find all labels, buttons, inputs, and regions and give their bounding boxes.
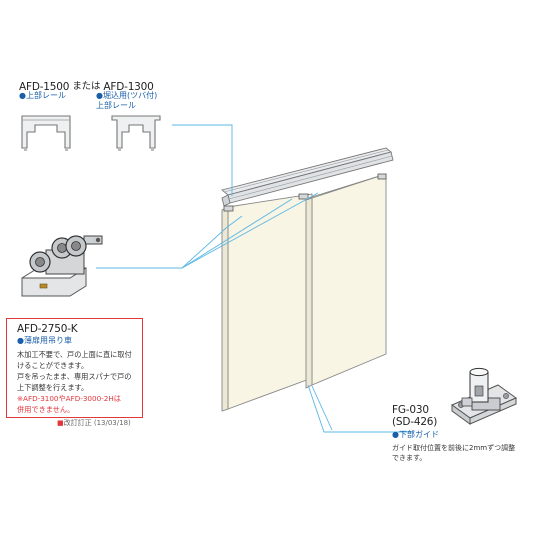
guide-alt-model: (SD-426): [392, 416, 438, 428]
door-panel-front: [305, 173, 387, 389]
roller-warning-line: ※AFD-3100やAFD-3000-2Hは: [17, 394, 121, 403]
guide-desc: ●下部ガイド: [392, 430, 439, 439]
revision-note: ■改訂訂正 (13/03/18): [57, 419, 131, 427]
roller-info-box: AFD-2750-K ●薄扉用吊り車 木加工不要で、戸の上面に直に取付 けること…: [6, 318, 143, 418]
roller-warning-line: 併用できません。: [17, 405, 75, 414]
door-panel-back: [221, 193, 313, 412]
rail-profile-afd1500-icon: [21, 115, 71, 151]
guide-note-line: できます。: [392, 454, 427, 462]
rail-profile-afd1300-icon: [111, 115, 161, 151]
roller-hanger-icon: [21, 235, 103, 297]
roller-model: AFD-2750-K: [17, 323, 78, 335]
rail-right-desc: ●堀込用(ツバ付) 上部レール: [96, 91, 158, 110]
guide-desc-text: 下部ガイド: [398, 430, 439, 439]
guide-note: ガイド取付位置を前後に2mmずつ調整 できます。: [392, 443, 515, 463]
rail-left-desc-text: 上部レール: [25, 91, 66, 100]
roller-body-line: けることができます。: [17, 361, 89, 370]
roller-desc-text: 薄扉用吊り車: [23, 336, 72, 345]
bottom-guide-icon: [450, 367, 518, 425]
rail-model-title: AFD-1500 または AFD-1300: [19, 78, 154, 93]
rail-model-right: AFD-1300: [103, 81, 154, 93]
rail-left-desc: ●上部レール: [19, 91, 66, 100]
rail-right-desc-line1: 堀込用(ツバ付): [102, 91, 158, 100]
roller-body-line: 上下調整を行えます。: [17, 383, 89, 392]
roller-body: 木加工不要で、戸の上面に直に取付 けることができます。 戸を吊ったまま、専用スパ…: [17, 349, 132, 415]
rail-model-left: AFD-1500: [19, 81, 70, 93]
guide-model: FG-030: [392, 404, 429, 416]
roller-body-line: 木加工不要で、戸の上面に直に取付: [17, 350, 132, 359]
rail-right-desc-line2: 上部レール: [96, 101, 136, 110]
door-hanger-clips: [223, 173, 387, 212]
rail-or-label: または: [72, 81, 101, 92]
guide-note-line: ガイド取付位置を前後に2mmずつ調整: [392, 444, 516, 452]
revision-note-text: 改訂訂正 (13/03/18): [63, 419, 131, 427]
roller-body-line: 戸を吊ったまま、専用スパナで戸の: [17, 372, 132, 381]
upper-rail: [221, 147, 394, 207]
roller-desc: ●薄扉用吊り車: [17, 336, 72, 345]
leader-lines: [96, 124, 414, 433]
